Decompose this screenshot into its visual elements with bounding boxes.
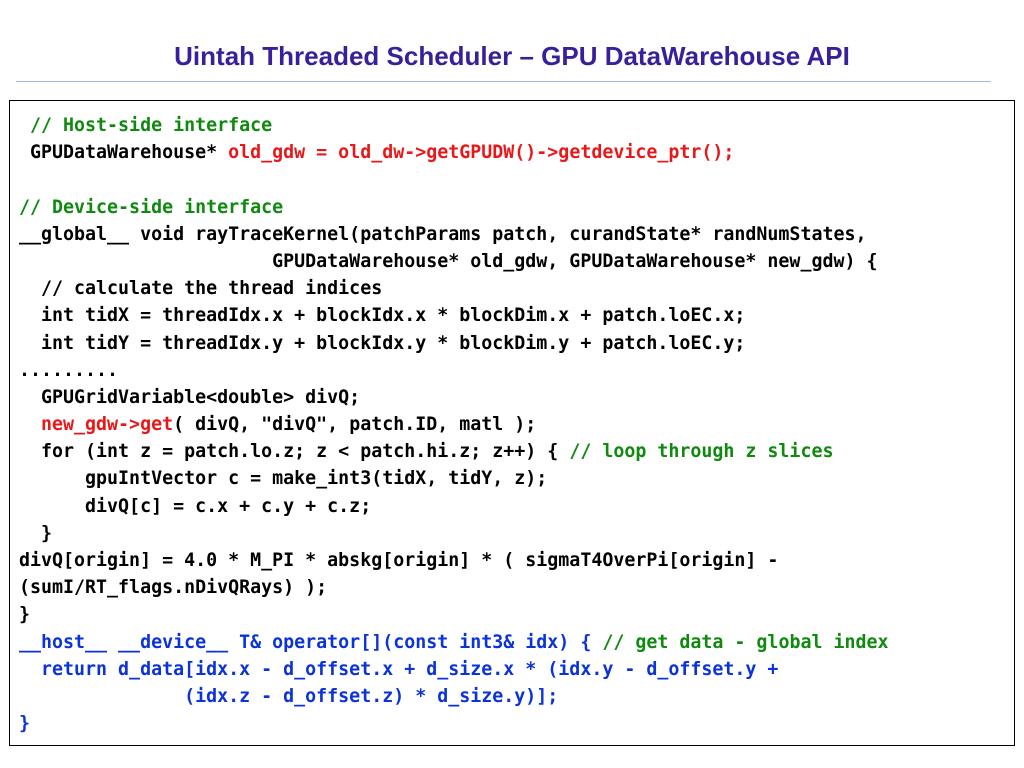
code-token: gpuIntVector c = make_int3(tidX, tidY, z… (19, 468, 548, 490)
code-token: } (19, 522, 53, 544)
code-token: old_gdw = old_dw->getGPUDW()->getdevice_… (228, 142, 735, 164)
code-token: // Host-side interface (19, 115, 273, 136)
code-listing: // Host-side interface GPUDataWarehouse*… (19, 112, 889, 737)
code-line: __host__ __device__ T& operator[](const … (19, 629, 889, 656)
code-token: (sumI/RT_flags.nDivQRays) ); (19, 577, 328, 599)
code-token: // Device-side interface (19, 196, 284, 218)
code-token: // get data - global index (602, 631, 889, 653)
code-token: } (19, 713, 31, 735)
code-token: divQ[c] = c.x + c.y + c.z; (19, 495, 372, 517)
code-token: divQ[origin] = 4.0 * M_PI * abskg[origin… (19, 550, 779, 571)
code-token: return d_data[idx.x - d_offset.x + d_siz… (19, 658, 779, 680)
code-line: (sumI/RT_flags.nDivQRays) ); (19, 574, 889, 601)
code-token: new_gdw->get (19, 414, 174, 436)
code-token: __host__ __device__ T& operator[](const … (19, 631, 603, 653)
code-line: divQ[origin] = 4.0 * M_PI * abskg[origin… (19, 547, 889, 574)
code-line: ......... (19, 357, 889, 384)
code-line: } (19, 601, 889, 628)
code-line: gpuIntVector c = make_int3(tidX, tidY, z… (19, 465, 889, 492)
slide-title: Uintah Threaded Scheduler – GPU DataWare… (174, 41, 850, 71)
code-token: GPUGridVariable<double> divQ; (19, 386, 361, 408)
code-token: // loop through z slices (569, 441, 834, 463)
code-token: ( divQ, "divQ", patch.ID, matl ); (173, 414, 537, 436)
title-divider (16, 81, 991, 82)
code-line: (idx.z - d_offset.z) * d_size.y)]; (19, 683, 889, 710)
code-line: return d_data[idx.x - d_offset.x + d_siz… (19, 656, 889, 683)
code-line: new_gdw->get( divQ, "divQ", patch.ID, ma… (19, 411, 889, 438)
code-line: // Device-side interface (19, 194, 889, 221)
code-line: int tidY = threadIdx.y + blockIdx.y * bl… (19, 330, 889, 357)
code-token: // calculate the thread indices (19, 278, 383, 300)
code-block: // Host-side interface GPUDataWarehouse*… (9, 100, 1015, 746)
code-line: divQ[c] = c.x + c.y + c.z; (19, 493, 889, 520)
code-line: } (19, 710, 889, 737)
code-token: (idx.z - d_offset.z) * d_size.y)]; (19, 685, 559, 707)
code-line: // Host-side interface (19, 112, 889, 139)
code-token: ......... (19, 359, 119, 381)
code-token: } (19, 604, 31, 626)
code-line: for (int z = patch.lo.z; z < patch.hi.z;… (19, 438, 889, 465)
code-line: // calculate the thread indices (19, 275, 889, 302)
code-token: int tidY = threadIdx.y + blockIdx.y * bl… (19, 332, 746, 354)
code-line: } (19, 520, 889, 547)
code-token: GPUDataWarehouse* old_gdw, GPUDataWareho… (19, 250, 878, 272)
code-token: for (int z = patch.lo.z; z < patch.hi.z;… (19, 441, 570, 463)
code-line: GPUDataWarehouse* old_gdw = old_dw->getG… (19, 139, 889, 166)
code-line: GPUGridVariable<double> divQ; (19, 384, 889, 411)
code-line: int tidX = threadIdx.x + blockIdx.x * bl… (19, 302, 889, 329)
code-token: GPUDataWarehouse* (19, 142, 229, 164)
code-token: __global__ void rayTraceKernel(patchPara… (19, 223, 867, 245)
code-line: GPUDataWarehouse* old_gdw, GPUDataWareho… (19, 248, 889, 275)
code-line: __global__ void rayTraceKernel(patchPara… (19, 221, 889, 248)
code-token: int tidX = threadIdx.x + blockIdx.x * bl… (19, 305, 746, 327)
code-line (19, 166, 889, 193)
